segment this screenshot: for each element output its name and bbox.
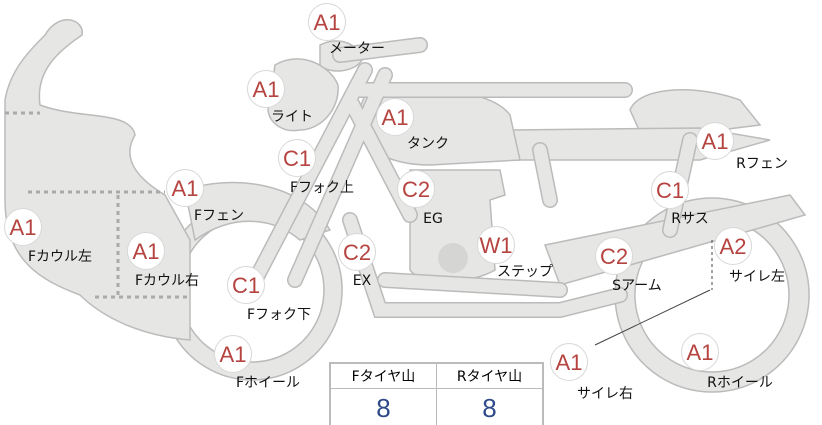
part-label-cowl-right: Fカウル右 [134,273,200,289]
part-label-rear-wheel: Rホイール [707,375,773,391]
part-label-meter: メーター [329,41,385,57]
grade-badge-exhaust[interactable]: C2 [338,233,376,271]
part-label-cowl-left: Fカウル左 [27,249,93,265]
part-label-muffler-left: サイレ左 [729,269,785,285]
grade-badge-swingarm[interactable]: C2 [595,237,633,275]
grade-badge-front-fender[interactable]: A1 [166,169,204,207]
part-label-engine: EG [423,211,443,227]
tire-tread-table: Fタイヤ山 Rタイヤ山 8 8 [329,362,544,425]
grade-badge-step[interactable]: W1 [477,226,515,264]
fairing-divider-lines [5,111,190,299]
front-tire-value: 8 [329,388,437,425]
part-label-rear-suspension: Rサス [671,211,709,227]
grade-badge-cowl-right[interactable]: A1 [127,232,165,270]
grade-badge-rear-suspension[interactable]: C1 [651,171,689,209]
part-label-tank: タンク [407,136,449,152]
grade-badge-light[interactable]: A1 [247,70,285,108]
part-label-fork-upper: Fフォク上 [289,180,355,196]
front-tire-header: Fタイヤ山 [329,362,437,389]
part-label-step: ステップ [497,264,553,280]
rear-tire-value: 8 [436,388,544,425]
grade-badge-muffler-right[interactable]: A1 [550,343,588,381]
part-label-exhaust: EX [352,273,372,289]
light-shape [267,58,339,132]
grade-badge-cowl-left[interactable]: A1 [4,208,42,246]
part-label-front-fender: Fフェン [193,208,245,224]
grade-badge-rear-wheel[interactable]: A1 [681,333,719,371]
part-label-swingarm: Sアーム [612,278,662,294]
part-label-light: ライト [271,109,313,125]
grade-badge-fork-upper[interactable]: C1 [278,139,316,177]
grade-badge-engine[interactable]: C2 [397,170,435,208]
fairing-shape [4,19,191,341]
grade-badge-muffler-left[interactable]: A2 [714,227,752,265]
muffler-leader-line [594,289,711,346]
seat-shape [629,89,762,133]
grade-badge-fork-lower[interactable]: C1 [227,266,265,304]
grade-badge-meter[interactable]: A1 [308,3,346,41]
part-label-muffler-right: サイレ右 [577,386,633,402]
grade-badge-tank[interactable]: A1 [376,98,414,136]
grade-badge-front-wheel[interactable]: A1 [214,335,252,373]
part-label-fork-lower: Fフォク下 [246,307,312,323]
part-label-front-wheel: Fホイール [235,375,301,391]
grade-badge-rear-fender[interactable]: A1 [696,122,734,160]
rear-tire-header: Rタイヤ山 [436,362,544,389]
part-label-rear-fender: Rフェン [736,156,788,172]
